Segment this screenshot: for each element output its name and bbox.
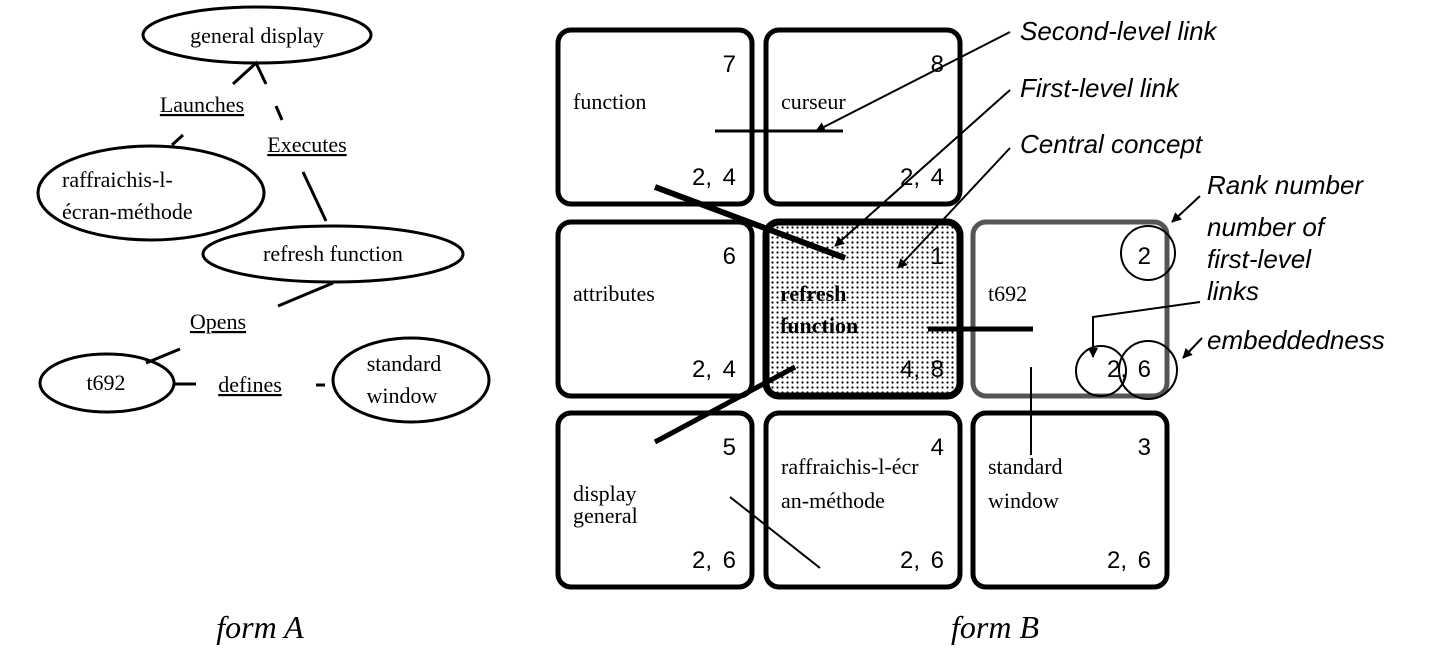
concept-label: standard — [988, 454, 1063, 479]
annotations: Second-level link First-level link Centr… — [815, 16, 1385, 645]
rank-number: 8 — [931, 51, 944, 78]
form-b: 7 2, 4 function 8 2, 4 curseur 6 2, 4 attributes 1 4,… — [555, 27, 1170, 590]
annotation-first-level: First-level link — [1020, 73, 1181, 103]
node-refresh-function — [201, 224, 465, 284]
concept-cell-box — [763, 27, 963, 207]
concept-label: function — [573, 89, 646, 114]
caption-form-a: form A — [216, 609, 304, 645]
rank-number: 3 — [1138, 434, 1151, 461]
node-raffraichis-label-2: écran-méthode — [62, 199, 193, 224]
embeddedness-value: 4 — [931, 164, 944, 191]
first-level-links-count: 2, — [692, 547, 712, 574]
concept-cell-box — [970, 410, 1170, 590]
rank-circle — [1120, 225, 1176, 281]
rank-number: 2 — [1138, 243, 1151, 270]
first-level-link-line — [653, 184, 847, 261]
embeddedness-value: 4 — [723, 356, 736, 383]
node-t692-label: t692 — [86, 370, 125, 395]
concept-cell: 8 2, 4 curseur — [763, 27, 963, 207]
relation-launches: Launches — [160, 92, 244, 117]
node-raffraichis-label-1: raffraichis-l- — [62, 167, 173, 192]
first-level-links-count: 2, — [900, 164, 920, 191]
arrow-first-level — [834, 89, 1011, 247]
concept-cell: 4 2, 6 raffraichis-l-écr an-méthode — [763, 410, 963, 590]
concept-label: refresh — [780, 281, 846, 306]
caption-form-b: form B — [951, 609, 1039, 645]
concept-label: an-méthode — [781, 488, 885, 513]
annotation-links-2: first-level — [1207, 244, 1312, 274]
relation-lines — [145, 60, 334, 387]
embeddedness-value: 8 — [931, 356, 944, 383]
embeddedness-value: 4 — [723, 164, 736, 191]
second-level-link-line — [729, 496, 821, 569]
relation-defines: defines — [218, 372, 282, 397]
node-general-display-label: general display — [190, 23, 324, 48]
annotation-embeddedness: embeddedness — [1207, 325, 1385, 355]
form-b-links — [653, 129, 1033, 569]
node-standard-window-label-1: standard — [367, 351, 442, 376]
rank-number: 6 — [723, 243, 736, 270]
concept-label: attributes — [573, 281, 655, 306]
first-level-links-count: 2, — [1107, 547, 1127, 574]
rank-number: 7 — [723, 51, 736, 78]
annotation-links-3: links — [1207, 276, 1259, 306]
annotation-rank: Rank number — [1207, 170, 1364, 200]
first-level-links-count: 2, — [1107, 356, 1127, 383]
concept-label: raffraichis-l-écr — [781, 454, 919, 479]
rank-number: 1 — [931, 243, 944, 270]
concept-cell: 3 2, 6 standard window — [970, 410, 1170, 590]
concept-label: window — [988, 488, 1059, 513]
embeddedness-value: 6 — [931, 547, 944, 574]
concept-cell: 2 2, 6 t692 — [970, 219, 1170, 399]
first-level-links-count: 2, — [692, 356, 712, 383]
arrow-rank — [1171, 195, 1201, 223]
node-t692 — [38, 352, 176, 414]
concept-label: t692 — [988, 281, 1027, 306]
concept-cell-box — [555, 219, 755, 399]
links-circle — [1075, 345, 1127, 397]
first-level-link-line — [653, 364, 797, 445]
concept-cell-box — [555, 410, 755, 590]
annotation-second-level: Second-level link — [1020, 16, 1219, 46]
node-raffraichis — [36, 144, 266, 242]
first-level-links-count: 4, — [900, 356, 920, 383]
node-standard-window — [331, 336, 491, 424]
arrow-second-level — [815, 31, 1011, 132]
arrow-central — [897, 147, 1011, 269]
node-standard-window-label-2: window — [367, 383, 438, 408]
annotation-links-1: number of — [1207, 212, 1327, 242]
concept-cell: 7 2, 4 function — [555, 27, 755, 207]
concept-cell-box — [763, 410, 963, 590]
rank-number: 5 — [723, 434, 736, 461]
arrow-embeddedness — [1182, 337, 1203, 359]
relation-executes: Executes — [267, 132, 346, 157]
annotation-central: Central concept — [1020, 129, 1204, 159]
arrow-links — [1088, 301, 1201, 358]
embeddedness-value: 6 — [723, 547, 736, 574]
concept-cell: 1 4, 8 refresh function — [762, 218, 964, 400]
first-level-links-count: 2, — [900, 547, 920, 574]
concept-cell: 6 2, 4 attributes — [555, 219, 755, 399]
concept-label: curseur — [781, 89, 846, 114]
embeddedness-value: 6 — [1138, 547, 1151, 574]
concept-label: display — [573, 481, 637, 506]
concept-cell-box — [555, 27, 755, 207]
concept-label: function — [780, 313, 858, 338]
rank-number: 4 — [931, 434, 944, 461]
first-level-links-count: 2, — [692, 164, 712, 191]
form-a: general display Launches Executes Opens … — [36, 5, 491, 645]
embeddedness-value: 6 — [1138, 356, 1151, 383]
relation-opens: Opens — [190, 309, 246, 334]
embeddedness-circle — [1118, 340, 1178, 400]
concept-label: general — [573, 503, 638, 528]
node-refresh-function-label: refresh function — [263, 241, 403, 266]
